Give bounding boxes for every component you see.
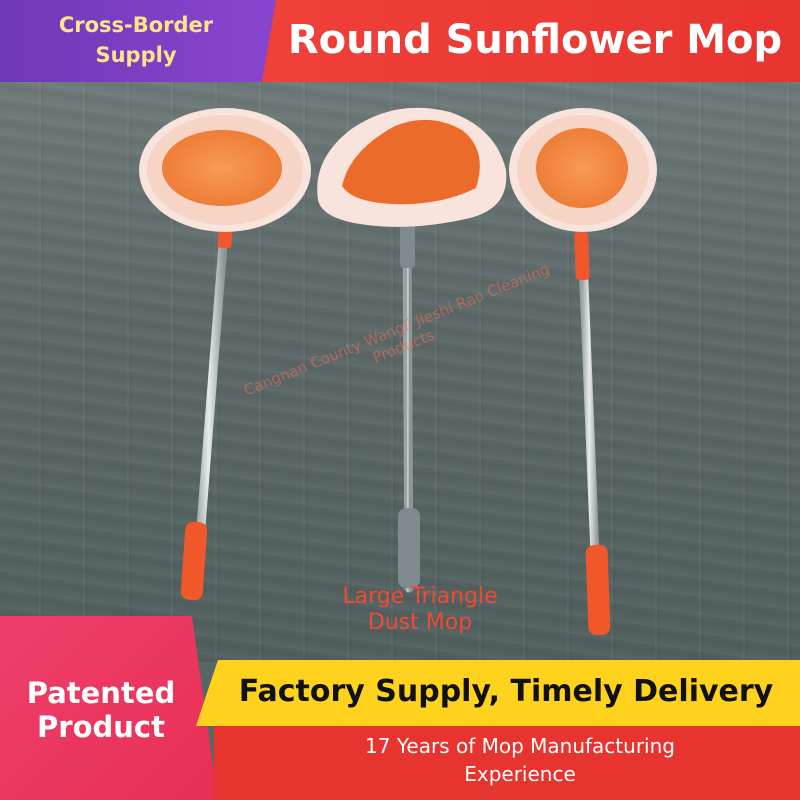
patent-badge: [0, 616, 218, 800]
patent-line-2: Product: [37, 710, 165, 744]
experience-text: 17 Years of Mop Manufacturing Experience: [270, 732, 770, 788]
badge-line-1: Cross-Border: [58, 13, 214, 37]
triangle-dust-mop: [317, 107, 507, 593]
experience-line-1: 17 Years of Mop Manufacturing: [365, 734, 675, 758]
factory-supply-bar: [196, 660, 800, 726]
badge-line-2: Supply: [95, 43, 177, 67]
round-mop-right: [509, 108, 657, 636]
experience-line-2: Experience: [464, 762, 576, 786]
patented-product-label: Patented Product: [6, 676, 196, 744]
round-mop-left: [139, 108, 311, 601]
factory-supply-text: Factory Supply, Timely Delivery: [238, 674, 774, 709]
callout-line-1: Large Triangle: [342, 584, 498, 609]
cross-border-label: Cross-Border Supply: [0, 10, 272, 70]
callout-line-2: Dust Mop: [367, 610, 473, 635]
experience-bar: [214, 726, 800, 800]
patent-line-1: Patented: [26, 676, 176, 710]
mop-photo: [139, 107, 657, 636]
cross-border-badge: [0, 0, 278, 82]
triangle-mop-callout: Large Triangle Dust Mop: [300, 584, 540, 636]
title-banner: [262, 0, 800, 82]
product-title: Round Sunflower Mop: [287, 17, 783, 63]
